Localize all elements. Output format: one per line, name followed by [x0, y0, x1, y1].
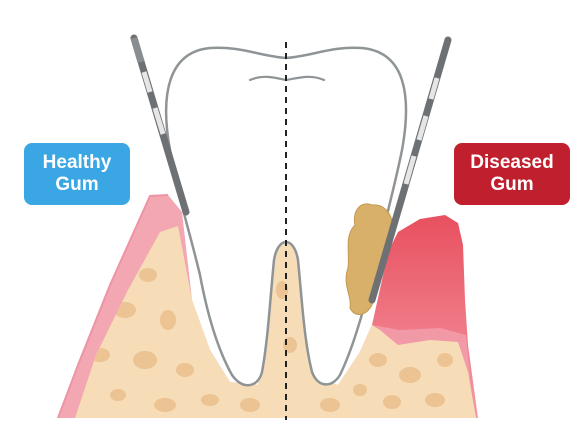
periodontal-probe-icon — [368, 36, 452, 304]
healthy-gum-label: Healthy Gum — [24, 143, 130, 205]
tartar-deposit — [345, 203, 393, 315]
periodontal-probe-icon — [130, 34, 190, 216]
healthy-gum-edge — [57, 194, 169, 419]
tooth — [164, 46, 408, 387]
bone-spots — [90, 268, 453, 412]
diseased-gum-label: Diseased Gum — [454, 143, 570, 205]
